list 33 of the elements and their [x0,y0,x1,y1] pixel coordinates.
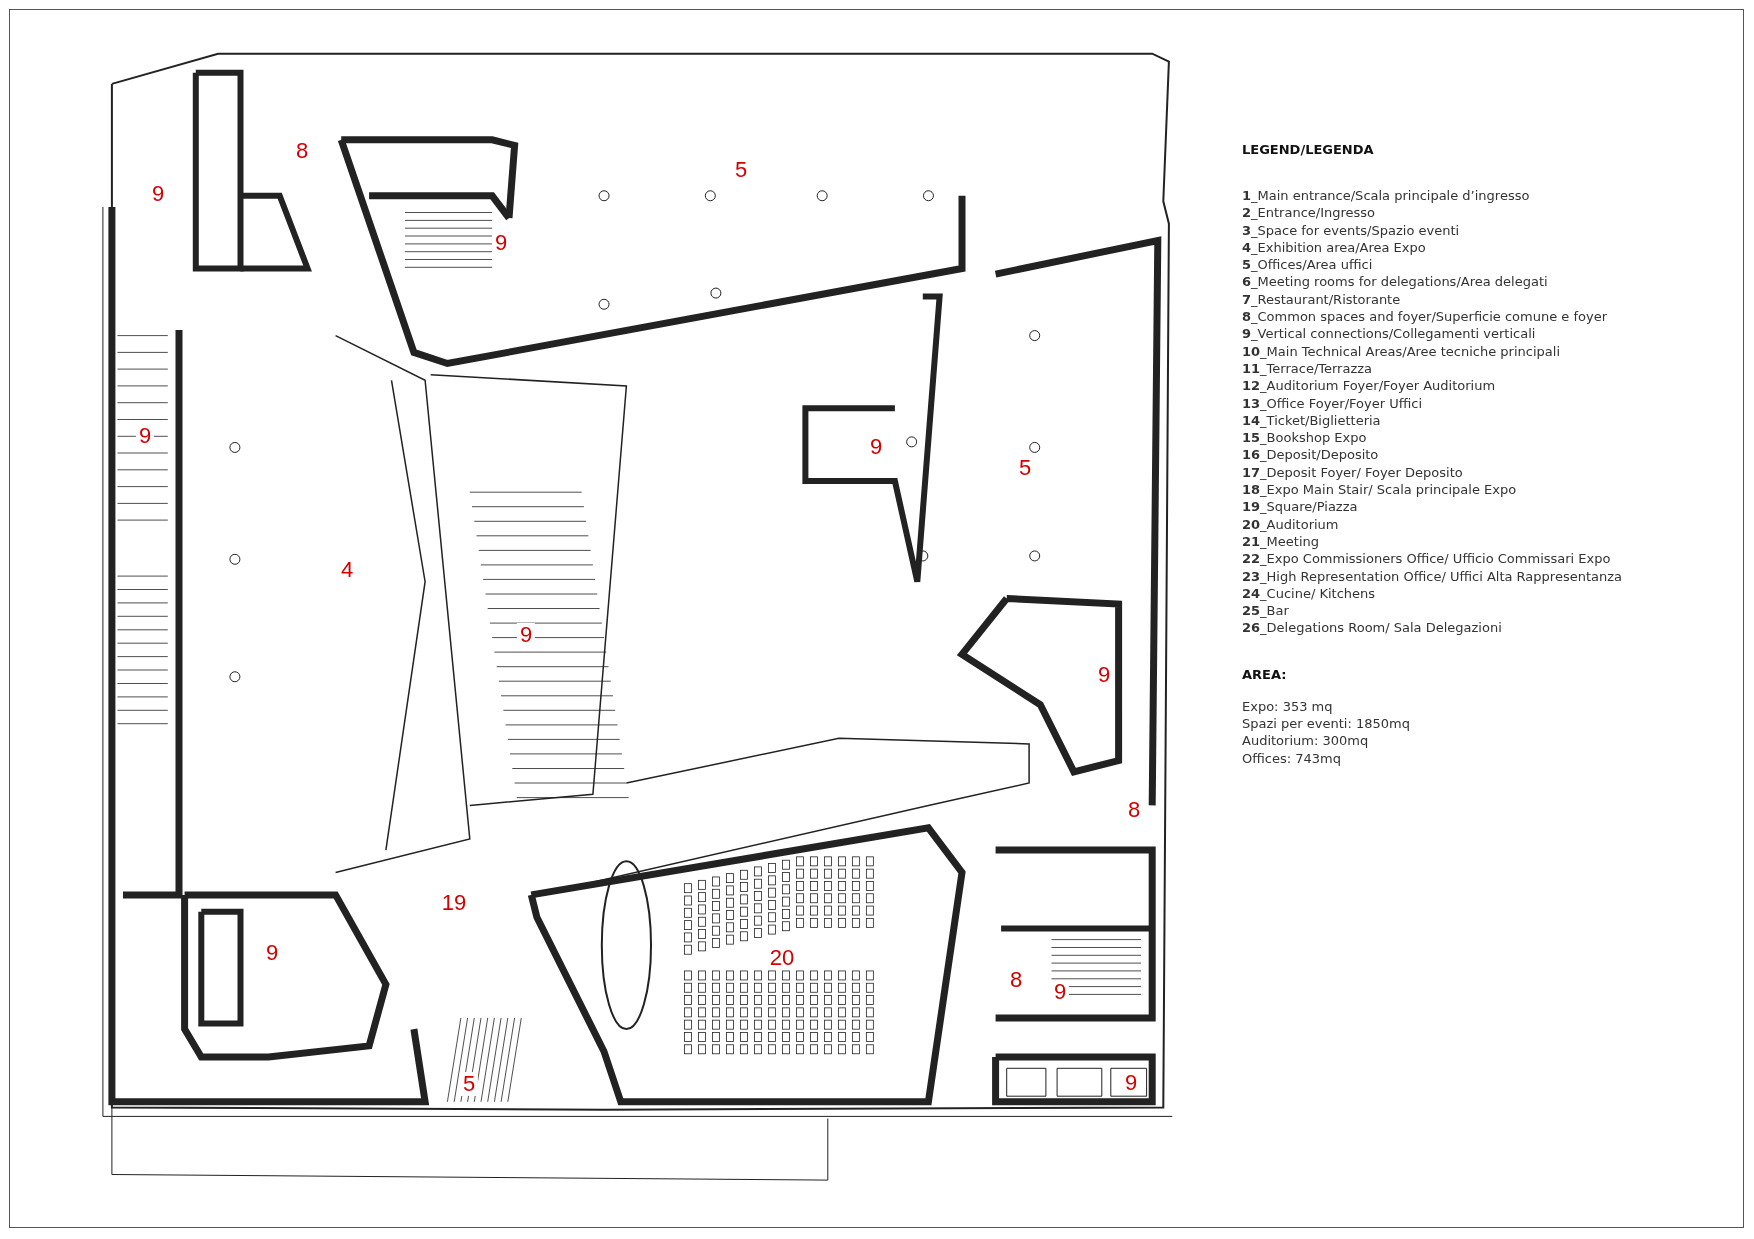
room-number: 5 [459,1072,479,1096]
legend-entry: 20_Auditorium [1242,515,1340,533]
area-value: Expo: 353 mq [1242,697,1334,715]
legend-entry: 5_Offices/Area uffici [1242,256,1374,274]
legend-entry: 13_Office Foyer/Foyer Uffici [1242,394,1424,412]
legend-entry: 9_Vertical connections/Collegamenti verticali [1242,325,1537,343]
legend-entry: 12_Auditorium Foyer/Foyer Auditorium [1242,377,1497,395]
legend-entry: 21_Meeting [1242,532,1320,551]
legend-entry: 19_Square/Piazza [1242,498,1359,516]
legend-entry: 10_Main Technical Areas/Aree tecniche principali [1242,342,1561,360]
legend-heading: LEGEND/LEGENDA [1242,142,1375,157]
legend-entry: 17_Deposit Foyer/ Foyer Deposito [1242,463,1464,482]
area-value: Auditorium: 300mq [1242,732,1370,750]
legend-entry: 6_Meeting rooms for delegations/Area delegati [1242,273,1549,291]
legend-entry: 2_Entrance/Ingresso [1242,204,1377,222]
legend-entry: 25_Bar [1242,602,1290,620]
legend-entry: 15_Bookshop Expo [1242,429,1368,447]
legend-entry: 22_Expo Commissioners Office/ Ufficio Commissari Expo [1242,550,1612,568]
legend-entry: 4_Exhibition area/Area Expo [1242,238,1427,257]
area-value: Spazi per eventi: 1850mq [1242,715,1411,733]
legend-entry: 23_High Representation Office/ Uffici Alta Rappresentanza [1242,567,1623,585]
legend-entry: 11_Terrace/Terrazza [1242,359,1374,378]
area-value: Offices: 743mq [1242,749,1342,767]
legend-entry: 7_Restaurant/Ristorante [1242,290,1402,309]
legend-heading: AREA: [1242,666,1288,682]
legend-entry: 1_Main entrance/Scala principale d’ingresso [1242,187,1531,205]
legend-entry: 18_Expo Main Stair/ Scala principale Expo [1242,481,1518,499]
legend-entry: 3_Space for events/Spazio eventi [1242,221,1461,239]
legend-entry: 16_Deposit/Deposito [1242,446,1380,464]
legend-entry: 14_Ticket/Biglietteria [1242,411,1382,430]
legend-entry: 26_Delegations Room/ Sala Delegazioni [1242,619,1503,637]
legend-entry: 8_Common spaces and foyer/Superficie comune e foyer [1242,308,1609,326]
legend-entry: 24_Cucine/ Kitchens [1242,584,1377,603]
